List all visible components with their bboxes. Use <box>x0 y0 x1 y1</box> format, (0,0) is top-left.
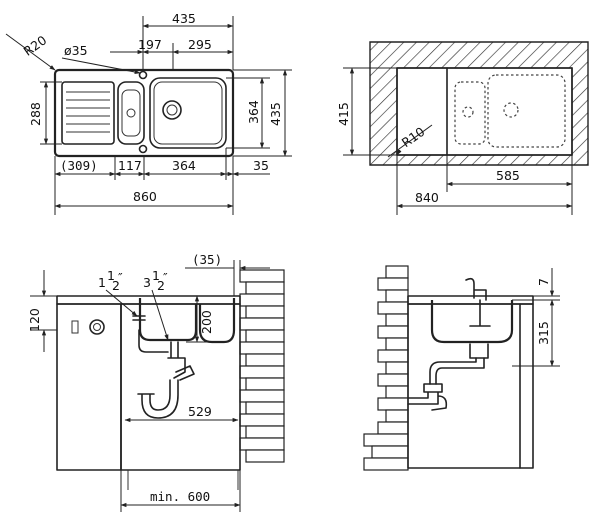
dim-860: 860 <box>133 189 157 204</box>
side-section-view: 7 315 <box>363 265 560 471</box>
pipe-label-1-num: 1 <box>107 268 115 283</box>
dim-435-right: 435 <box>268 102 283 126</box>
siphon-trap <box>137 365 195 419</box>
dim-35: 35 <box>253 158 269 173</box>
appliance-knob <box>89 319 105 335</box>
pipe-label-2-inch: ″ <box>163 270 168 285</box>
cabinet-front <box>120 303 241 471</box>
main-bowl-drain-inner <box>166 104 178 116</box>
sink-side-section <box>430 300 514 344</box>
brick-wall-front <box>239 269 285 463</box>
dim-309: (309) <box>60 158 98 173</box>
tap-hole <box>138 70 148 80</box>
countertop-front <box>56 295 241 305</box>
dim-435-top: 435 <box>172 11 196 26</box>
side-trap <box>407 383 448 411</box>
small-bowl-drain <box>126 108 136 118</box>
front-section-view: 120 1 1 2 ″ 3 1 2 ″ (35) 200 529 min. 60… <box>27 252 285 512</box>
appliance <box>56 303 122 471</box>
dim-315: 315 <box>536 321 551 345</box>
sink-plan-view: 435 197 295 R20 ø35 288 364 435 <box>5 11 292 215</box>
dim-364-right: 364 <box>246 100 261 124</box>
pipe-label-2-num: 1 <box>152 268 160 283</box>
dim-hole-35: ø35 <box>64 43 88 58</box>
dim-197: 197 <box>138 37 162 52</box>
small-bowl <box>117 81 145 145</box>
dim-529: 529 <box>188 404 212 419</box>
dim-288: 288 <box>28 102 43 126</box>
drain-pipes <box>138 329 186 379</box>
pipe-label-2: 3 <box>143 275 151 290</box>
brick-wall-side <box>363 265 409 471</box>
dim-295: 295 <box>188 37 212 52</box>
dim-117: 117 <box>118 158 142 173</box>
dim-35-wall: (35) <box>192 252 222 267</box>
dim-840: 840 <box>415 190 439 205</box>
drainer-board <box>61 81 115 145</box>
cutout-view: 415 R10 585 840 <box>336 41 589 215</box>
dim-415: 415 <box>336 102 351 126</box>
overflow-hole <box>138 144 148 154</box>
dim-200: 200 <box>199 310 214 334</box>
tap <box>465 277 491 327</box>
main-bowl-drain <box>162 100 182 120</box>
cutout-opening <box>396 67 573 156</box>
drainer-grooves <box>66 91 110 133</box>
pipe-label-1-inch: ″ <box>118 270 123 285</box>
dim-120: 120 <box>27 308 42 332</box>
dim-7: 7 <box>536 278 551 286</box>
cabinet-side <box>407 303 534 469</box>
pipe-label-1: 1 <box>98 275 106 290</box>
dim-585: 585 <box>496 168 520 183</box>
dashed-main-bowl <box>487 74 566 148</box>
side-drain-pipes <box>429 357 485 385</box>
pipe-label-2-den: 2 <box>157 278 165 293</box>
main-bowl <box>149 77 227 149</box>
dim-364-bottom: 364 <box>172 158 196 173</box>
dashed-small-bowl <box>454 81 486 145</box>
pipe-label-1-den: 2 <box>112 278 120 293</box>
main-bowl-inner <box>153 81 223 145</box>
small-bowl-inner <box>121 89 141 137</box>
dim-min-600: min. 600 <box>150 489 210 504</box>
